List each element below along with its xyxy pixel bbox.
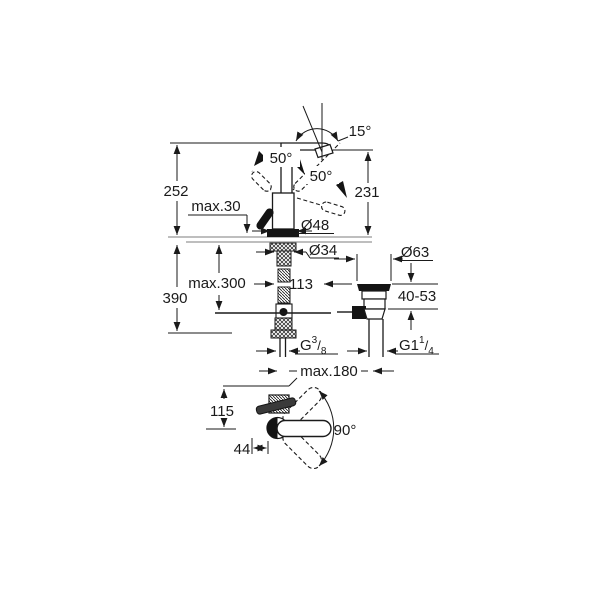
lever-construction-line-lower xyxy=(296,197,325,207)
spout-aerator xyxy=(314,143,334,159)
swing-arrow-left-icon xyxy=(254,151,267,166)
waste-collar xyxy=(361,290,387,300)
supply-hose-upper xyxy=(277,268,291,283)
dim-spout-231: 231 xyxy=(354,184,379,201)
dim-reach-115: 115 xyxy=(210,403,234,420)
dim-depth-390: 390 xyxy=(162,290,187,307)
handle-lever-top xyxy=(255,397,297,415)
dim-clamp-40-53: 40-53 xyxy=(398,288,436,305)
lever-position-lower-right xyxy=(321,201,346,216)
angle-lever-right-50: 50° xyxy=(310,168,333,185)
angle-lever-left-50: 50° xyxy=(270,150,293,167)
thread-supply-g38: G3/8 xyxy=(300,335,327,357)
dim-113: 113 xyxy=(289,276,313,293)
connector-nuts xyxy=(270,329,297,339)
hose-connector xyxy=(274,317,293,331)
threaded-shank xyxy=(276,250,292,267)
dim-shank-dia34: Ø34 xyxy=(309,242,337,259)
rod-pivot-ball xyxy=(279,308,288,316)
pop-up-waste xyxy=(352,284,391,357)
below-deck-assembly xyxy=(215,242,353,357)
waste-rod-socket xyxy=(352,306,366,319)
swivel-arc xyxy=(318,390,335,467)
swing-arrow-lower-icon xyxy=(336,181,347,198)
dimensions-waste: Ø63 40-53 G11/4 xyxy=(334,244,439,357)
dim-body-dia48: Ø48 xyxy=(301,217,329,234)
faucet-body xyxy=(271,192,295,230)
dim-offset-44: 44 xyxy=(234,441,251,458)
waste-flange xyxy=(357,284,391,291)
supply-hose-lower xyxy=(277,286,291,304)
spout-pivot-shading xyxy=(267,417,278,439)
dim-rod-max180: max.180 xyxy=(300,363,358,380)
mounting-nut xyxy=(269,242,297,252)
faucet-base xyxy=(267,229,299,237)
waste-body xyxy=(363,298,386,310)
lever-position-upper-left xyxy=(251,171,272,192)
thread-waste-g114: G11/4 xyxy=(399,335,434,357)
dimensions-supply: G3/8 max.180 xyxy=(256,335,394,380)
dimensions-front: 252 390 max.300 max.30 231 Ø48 Ø34 113 xyxy=(162,103,380,334)
angle-swivel-90: 90° xyxy=(334,422,357,439)
dim-hose-max300: max.300 xyxy=(188,275,246,292)
spout-top-view xyxy=(276,419,332,438)
pull-rod-knob xyxy=(256,208,274,230)
dim-deck-max30: max.30 xyxy=(191,198,240,215)
dim-flange-dia63: Ø63 xyxy=(401,244,429,261)
waste-taper xyxy=(363,308,386,320)
angle-spout-15: 15° xyxy=(349,123,372,140)
dim-height-252: 252 xyxy=(163,183,188,200)
faucet-top-view: 115 44 90° xyxy=(206,377,357,470)
